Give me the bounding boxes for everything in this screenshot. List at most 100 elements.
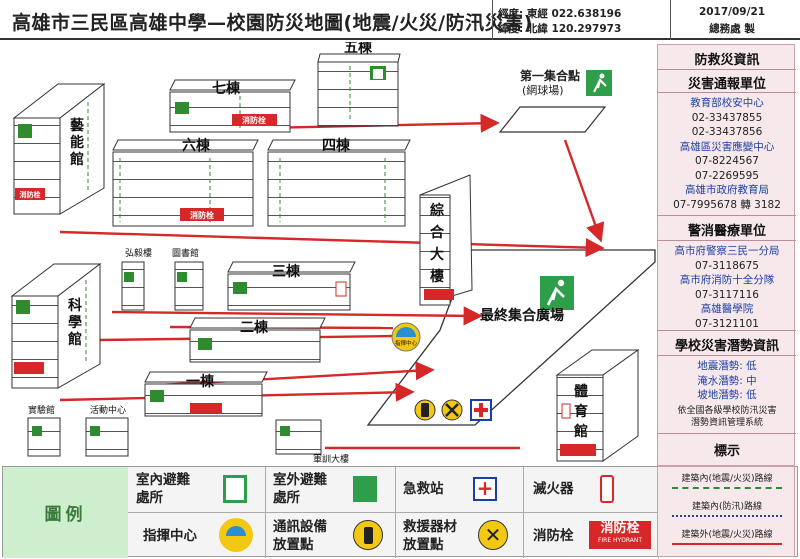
info-line: 02-33437855 <box>691 111 763 124</box>
legend-command: 指揮中心 <box>143 528 197 544</box>
legend-title: 圖例 <box>3 467 128 558</box>
label-library: 圖書館 <box>172 247 199 259</box>
potential-head: 學校災害潛勢資訊 <box>674 339 779 354</box>
potential-note-1: 依全國各級學校防汛災害 <box>677 406 777 416</box>
mark-red: 建築外(地震/火災)路線 <box>662 527 792 545</box>
label-military: 軍訓大樓 <box>313 453 349 465</box>
building-tiyu: 體 育 館 <box>555 349 640 462</box>
info-line: 07-2269595 <box>695 169 759 182</box>
info-line: 高雄區災害應變中心 <box>679 140 775 153</box>
info-line: 高市府警察三民一分局 <box>674 245 780 257</box>
building-kexue: 科 學 館 <box>10 262 102 389</box>
rescue-tools-icon <box>441 399 463 421</box>
info-line: 07-3121101 <box>695 317 759 330</box>
building-b7: 消防栓 七棟 <box>169 79 296 133</box>
police-head: 警消醫療單位 <box>687 224 766 239</box>
maker-text: 總務處 製 <box>709 23 755 35</box>
campus-map: 五棟 消防栓 七棟 消防栓 藝 能 館 消防栓 六棟 四 <box>10 42 656 465</box>
label-zonghe-4: 樓 <box>430 268 444 285</box>
label-activity: 活動中心 <box>90 404 126 416</box>
building-military: 軍訓大樓 <box>275 419 349 465</box>
route-marks: 建築內(地震/火災)路線 建築內(防汛)路線 建築外(地震/火災)路線 <box>657 466 795 557</box>
info-line: 高雄醫學院 <box>700 303 754 315</box>
command-center-icon <box>219 518 253 552</box>
label-lab: 實驗館 <box>28 404 55 416</box>
final-assembly-area <box>366 249 656 426</box>
label-tiyu-1: 體 <box>574 383 588 400</box>
label-b5: 五棟 <box>344 42 373 56</box>
label-b4: 四棟 <box>322 137 351 154</box>
info-line: 07-3117116 <box>695 288 759 301</box>
date-text: 2017/09/21 <box>698 6 766 18</box>
info-line: 高雄市政府教育局 <box>685 184 769 196</box>
first-assembly-area <box>498 106 607 133</box>
legend-outdoor-shelter: 室外避難處所 <box>273 472 327 506</box>
label-tiyu-2: 育 <box>574 403 588 420</box>
longitude-text: 經度: 東經 022.638196 <box>498 8 622 20</box>
outdoor-shelter-icon <box>353 476 377 502</box>
building-hongyi: 弘毅樓 <box>121 247 152 311</box>
label-zonghe-2: 合 <box>430 224 445 241</box>
label-b6: 六棟 <box>182 137 211 154</box>
final-assembly-label: 最終集合廣場 <box>480 307 564 324</box>
label-zonghe-3: 大 <box>430 246 444 263</box>
label-tiyu-3: 館 <box>573 423 588 440</box>
label-kexue-2: 學 <box>68 315 82 331</box>
info-line: 02-33437856 <box>691 126 763 138</box>
marks-head: 標示 <box>713 444 740 459</box>
first-aid-icon: + <box>473 477 497 501</box>
label-kexue-3: 館 <box>67 331 82 348</box>
rescue-tools-icon: ✕ <box>478 520 508 550</box>
building-b4: 四棟 <box>267 137 411 227</box>
first-aid-icon <box>470 399 492 421</box>
building-b2: 二棟 <box>189 317 326 363</box>
hydrant-label: 消防栓 <box>242 115 266 125</box>
info-line: 07-3118675 <box>695 259 759 272</box>
legend-rescue-tools: 救援器材放置點 <box>403 519 457 553</box>
radio-icon <box>353 520 383 550</box>
label-b7: 七棟 <box>212 80 241 97</box>
outdoor-shelter-icon <box>540 276 574 310</box>
command-badge-label: 指揮中心 <box>395 339 418 347</box>
legend-extinguisher: 滅火器 <box>533 481 574 497</box>
first-assembly-label: 第一集合點 <box>520 68 580 83</box>
sidebar-title: 防救災資訊 <box>694 53 760 68</box>
potential-note-2: 潛勢資訊管理系統 <box>690 418 763 428</box>
mark-green: 建築內(地震/火災)路線 <box>662 471 792 489</box>
building-library: 圖書館 <box>172 247 204 311</box>
info-line: 坡地潛勢: 低 <box>697 389 757 401</box>
fire-extinguisher-icon <box>600 475 614 503</box>
label-b2: 二棟 <box>240 319 269 336</box>
label-yineng-3: 館 <box>69 151 84 168</box>
legend-radio: 通訊設備放置點 <box>273 519 327 553</box>
legend-indoor-shelter: 室內避難處所 <box>136 472 190 506</box>
hydrant-label: 消防栓 <box>190 210 214 220</box>
label-b1: 一棟 <box>186 373 215 390</box>
building-zonghe: 綜 合 大 樓 <box>419 174 473 306</box>
label-yineng-1: 藝 <box>70 117 84 134</box>
info-line: 地震潛勢: 低 <box>697 360 757 372</box>
building-lab: 實驗館 <box>27 404 61 457</box>
command-center-icon: 指揮中心 <box>391 322 421 352</box>
label-b3: 三棟 <box>272 263 301 280</box>
info-line: 07-7995678 轉 3182 <box>673 198 781 211</box>
building-yineng: 消防栓 藝 能 館 <box>12 82 106 215</box>
page-title: 高雄市三民區高雄中學—校園防災地圖(地震/火災/防汛災害) <box>12 12 533 34</box>
info-line: 淹水潛勢: 中 <box>697 374 757 387</box>
outdoor-shelter-icon <box>586 70 612 96</box>
info-line: 07-8224567 <box>695 155 759 167</box>
building-b1: 一棟 <box>144 371 268 417</box>
fire-hydrant-icon: 消防栓 FIRE HYDRANT <box>589 521 651 549</box>
info-line: 高市府消防十全分隊 <box>679 274 775 286</box>
legend-hydrant: 消防栓 <box>533 528 574 544</box>
latitude-text: 緯度: 北緯 120.297973 <box>498 23 622 35</box>
building-b5: 五棟 <box>317 42 401 127</box>
hydrant-label: 消防栓 <box>20 190 41 199</box>
building-activity: 活動中心 <box>85 404 129 457</box>
header: 高雄市三民區高雄中學—校園防災地圖(地震/火災/防汛災害) 經度: 東經 022… <box>0 0 800 40</box>
first-assembly-sub: (網球場) <box>522 83 564 97</box>
mark-blue: 建築內(防汛)路線 <box>662 499 792 517</box>
report-head: 災害通報單位 <box>687 77 766 92</box>
radio-icon <box>414 399 436 421</box>
